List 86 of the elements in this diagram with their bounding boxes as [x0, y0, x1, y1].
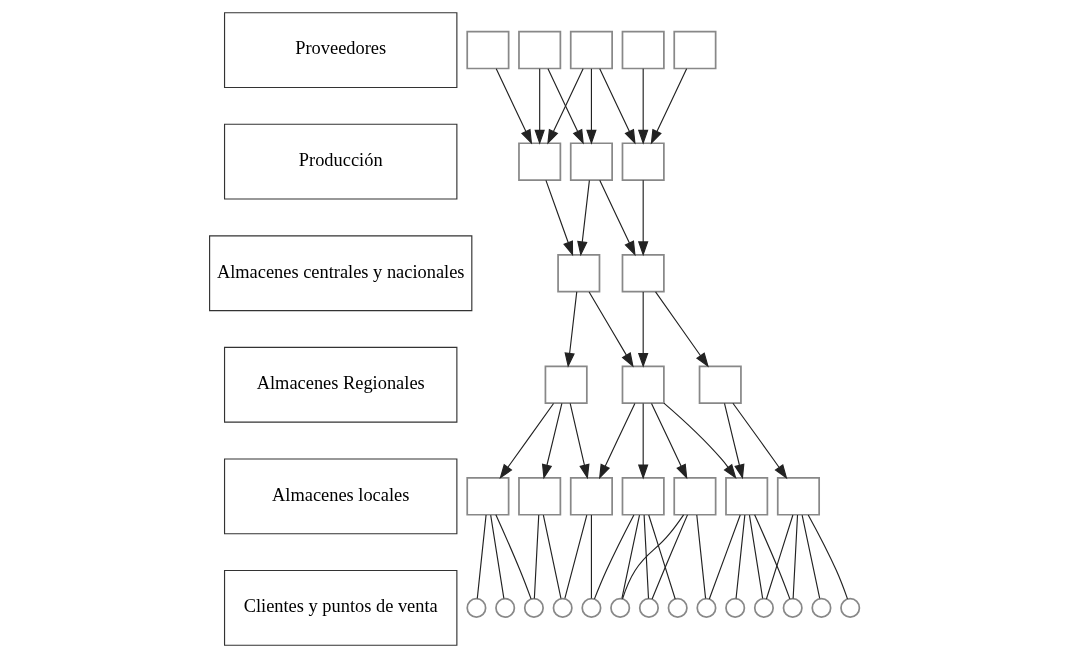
- arrow: [650, 402, 687, 480]
- connector: [563, 514, 587, 599]
- node-box: [556, 253, 600, 293]
- arrow: [569, 402, 589, 480]
- node-circle: [609, 597, 630, 618]
- connector: [792, 514, 798, 599]
- connector: [533, 514, 539, 599]
- node-box: [569, 477, 613, 516]
- node-box: [517, 30, 561, 70]
- arrow: [731, 402, 787, 480]
- node-circle: [667, 597, 688, 618]
- connector: [695, 514, 706, 599]
- node-circle: [724, 597, 745, 618]
- connector: [476, 514, 487, 599]
- node-circle: [839, 597, 860, 618]
- node-box: Clientes y puntos de venta: [223, 569, 457, 646]
- connector: [489, 514, 504, 599]
- connector: [651, 514, 688, 600]
- node-circle: [494, 597, 515, 618]
- connector: [647, 514, 676, 600]
- node-box: Almacenes Regionales: [223, 346, 457, 423]
- node-box: [621, 253, 665, 293]
- node-box: Almacenes centrales y nacionales: [208, 235, 472, 312]
- node-circle: [753, 597, 774, 618]
- node-box: Proveedores: [223, 12, 457, 89]
- node-box: [517, 142, 561, 181]
- node-circle: [465, 597, 486, 618]
- node-circle: [810, 597, 831, 618]
- node-box: [621, 365, 665, 405]
- arrow: [637, 291, 648, 368]
- arrow: [654, 291, 709, 368]
- arrow: [588, 291, 634, 368]
- connector: [735, 514, 745, 599]
- arrow: [637, 68, 648, 145]
- connector: [542, 514, 561, 599]
- arrow: [541, 402, 562, 480]
- arrow: [576, 179, 590, 257]
- node-box: [672, 30, 716, 70]
- node-circle: [782, 597, 803, 618]
- node-box: [621, 477, 665, 516]
- connector: [801, 514, 820, 599]
- arrow: [637, 402, 648, 480]
- arrow: [650, 68, 687, 145]
- connector: [748, 514, 763, 599]
- arrow: [563, 291, 577, 368]
- connector: [807, 514, 848, 600]
- connector: [708, 514, 741, 600]
- node-box: [569, 30, 613, 70]
- connector: [593, 514, 634, 600]
- arrow: [598, 179, 636, 257]
- arrow: [598, 402, 635, 480]
- node-box: Producción: [223, 123, 457, 200]
- connector: [643, 514, 649, 599]
- connector: [620, 514, 640, 599]
- connector: [621, 514, 684, 600]
- node-box: [465, 477, 509, 516]
- arrow: [598, 68, 636, 145]
- node-box: [621, 30, 665, 70]
- arrow: [723, 402, 744, 480]
- node-box: [517, 477, 561, 516]
- arrow: [637, 179, 648, 257]
- node-box: [465, 30, 509, 70]
- arrow: [495, 68, 532, 145]
- arrow: [546, 68, 584, 145]
- arrow: [585, 68, 597, 145]
- arrow: [662, 402, 737, 480]
- connector: [753, 514, 790, 600]
- node-box: Almacenes locales: [223, 458, 457, 535]
- node-box: [698, 365, 742, 405]
- node-circle: [552, 597, 573, 618]
- node-box: [672, 477, 716, 516]
- node-circle: [695, 597, 716, 618]
- node-box: [569, 142, 613, 181]
- node-circle: [580, 597, 601, 618]
- connector: [494, 514, 532, 600]
- node-box: [544, 365, 588, 405]
- node-box: [724, 477, 768, 516]
- node-box: [621, 142, 665, 181]
- node-box: [776, 477, 820, 516]
- arrow: [544, 179, 573, 257]
- arrow: [498, 402, 554, 480]
- node-circle: [638, 597, 659, 618]
- connector: [590, 514, 592, 599]
- connector: [765, 514, 793, 600]
- node-circle: [523, 597, 544, 618]
- arrow: [533, 68, 545, 145]
